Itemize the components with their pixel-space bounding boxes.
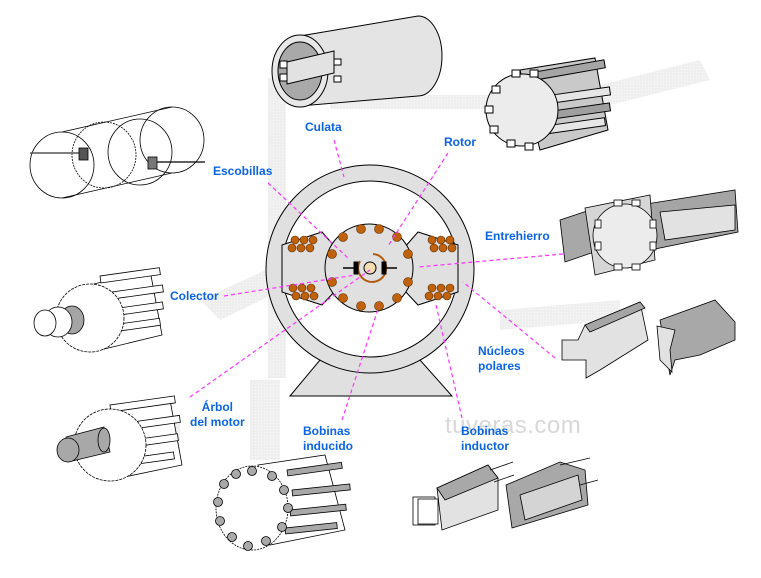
shaft	[363, 261, 377, 275]
label-rotor: Rotor	[444, 135, 476, 149]
label-nucleos-line2: polares	[478, 359, 521, 373]
label-bob-inducido-line1: Bobinas	[303, 424, 351, 438]
label-arbol-line1: Árbol	[201, 400, 233, 414]
label-entrehierro: Entrehierro	[485, 229, 550, 243]
leader-escobillas	[267, 182, 349, 259]
label-culata: Culata	[305, 120, 342, 134]
commutator-illustration	[33, 267, 164, 353]
leader-lines	[189, 139, 564, 421]
leader-bob-inductor	[435, 304, 463, 419]
label-colector: Colector	[170, 289, 219, 303]
motor-cross-section	[265, 164, 475, 397]
leader-entrehierro	[417, 253, 564, 268]
field-coils-illustration	[412, 457, 599, 531]
leader-bob-inducido	[341, 305, 380, 421]
label-bob-inductor-line2: inductor	[461, 439, 509, 453]
label-bobinas-inducido: Bobinas inducido	[303, 424, 353, 454]
leader-colector	[223, 274, 356, 297]
label-arbol-del-motor: Árbol del motor	[190, 400, 245, 430]
leader-nucleos	[462, 281, 556, 359]
field-coil-windings	[287, 235, 457, 301]
leader-culata	[333, 139, 345, 178]
armature-slots	[327, 224, 413, 311]
rotor-core-illustration	[484, 57, 612, 151]
armature-coils-illustration	[213, 454, 351, 551]
leader-rotor	[387, 152, 449, 247]
brushes-illustration	[29, 106, 205, 199]
leader-arbol	[189, 269, 371, 398]
watermark: tuveras.com	[445, 412, 582, 439]
yoke-cylinder-illustration	[271, 15, 443, 108]
label-nucleos-polares: Núcleos polares	[478, 344, 525, 374]
stator-rotor-illustration	[559, 189, 739, 276]
label-nucleos-line1: Núcleos	[478, 344, 525, 358]
label-bob-inductor-line1: Bobinas	[461, 424, 509, 438]
pole-cores-illustration	[561, 299, 736, 379]
label-arbol-line2: del motor	[190, 415, 245, 429]
label-bob-inducido-line2: inducido	[303, 439, 353, 453]
label-bobinas-inductor: Bobinas inductor	[461, 424, 509, 454]
label-escobillas: Escobillas	[213, 164, 273, 178]
shaft-illustration	[56, 395, 183, 482]
